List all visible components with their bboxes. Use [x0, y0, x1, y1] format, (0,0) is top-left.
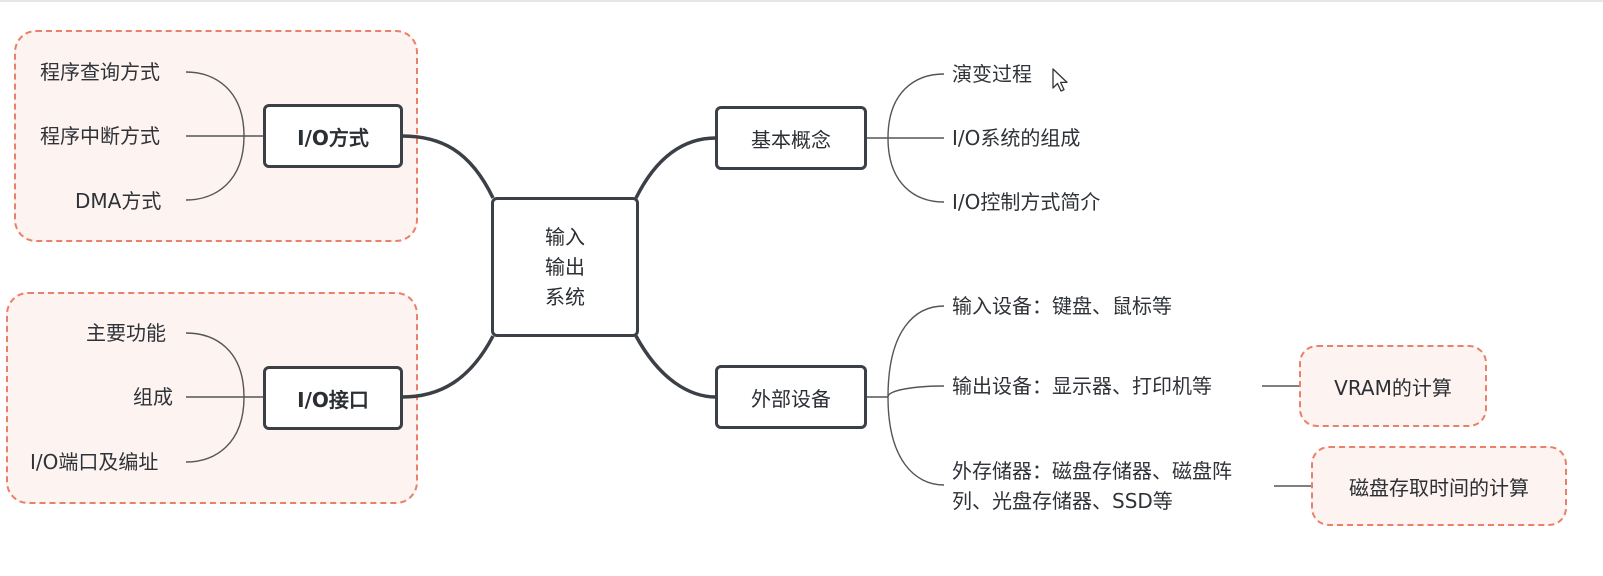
branch-node-io-interface[interactable]: I/O接口: [263, 366, 403, 430]
leaf-program-interrupt: 程序中断方式: [40, 124, 160, 148]
leaf-io-control-intro: I/O控制方式简介: [952, 190, 1101, 214]
connector-root-io-method: [401, 134, 495, 199]
root-node-io-system[interactable]: 输入 输出 系统: [491, 197, 639, 337]
branch-node-external-device[interactable]: 外部设备: [715, 365, 867, 429]
leaf-input-devices: 输入设备：键盘、鼠标等: [952, 294, 1172, 318]
branch-node-io-method[interactable]: I/O方式: [263, 104, 403, 168]
leaf-io-port-addressing: I/O端口及编址: [30, 450, 159, 474]
connectors-basic-concept-leaves: [866, 73, 945, 203]
connectors-io-interface-leaves: [185, 332, 264, 463]
leaf-evolution: 演变过程: [952, 62, 1032, 86]
connector-root-external-device: [634, 335, 717, 399]
top-border: [0, 0, 1603, 2]
leaf-composition: 组成: [133, 385, 173, 409]
branch-node-basic-concept[interactable]: 基本概念: [715, 106, 867, 170]
leaf-external-storage: 外存储器：磁盘存储器、磁盘阵列、光盘存储器、SSD等: [952, 459, 1232, 513]
connector-root-basic-concept: [634, 136, 717, 199]
leaf-main-function: 主要功能: [86, 321, 166, 345]
mouse-pointer-icon: [1052, 68, 1068, 92]
root-line-2: 输出: [545, 255, 585, 279]
subnode-disk-access-time-calc[interactable]: 磁盘存取时间的计算: [1311, 446, 1567, 526]
leaf-output-devices: 输出设备：显示器、打印机等: [952, 374, 1212, 398]
connectors-external-device-leaves: [866, 305, 945, 486]
connectors-io-method-leaves: [185, 71, 264, 201]
leaf-dma: DMA方式: [75, 189, 162, 213]
connector-root-io-interface: [401, 335, 495, 399]
leaf-io-system-composition: I/O系统的组成: [952, 126, 1081, 150]
subnode-vram-calc[interactable]: VRAM的计算: [1299, 345, 1487, 427]
leaf-program-query: 程序查询方式: [40, 60, 160, 84]
root-line-3: 系统: [545, 285, 585, 309]
root-line-1: 输入: [545, 225, 585, 249]
